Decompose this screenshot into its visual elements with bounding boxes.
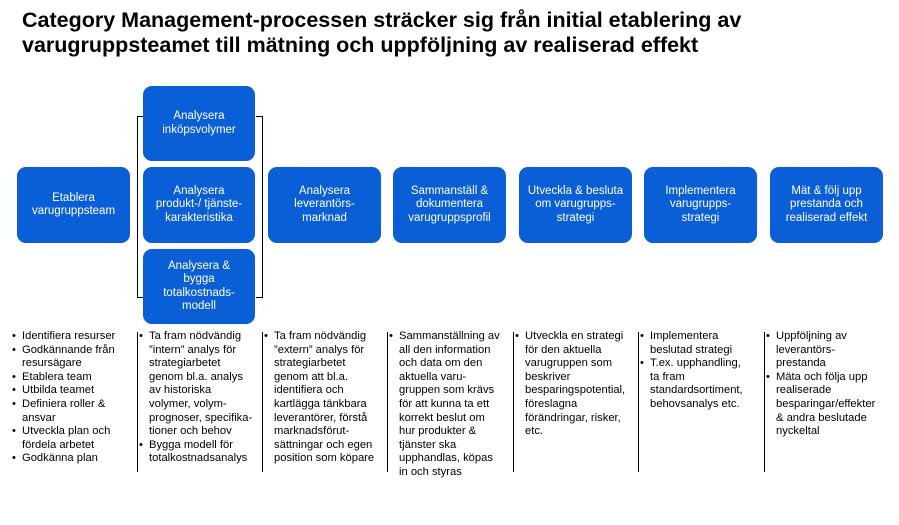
bullet-item: Ta fram nödvändig ”extern” analys för st… bbox=[264, 330, 386, 466]
step-measure-follow-up: Mät & följ upp prestanda och realiserad … bbox=[770, 167, 883, 243]
bullet-item: Etablera team bbox=[12, 371, 134, 385]
bullet-item: Definiera roller & ansvar bbox=[12, 398, 134, 425]
column-divider bbox=[262, 332, 263, 472]
step-implement-strategy: Implementera varugrupps- strategi bbox=[644, 167, 757, 243]
slide-title: Category Management-processen sträcker s… bbox=[22, 8, 742, 57]
column-divider bbox=[387, 332, 388, 472]
step-analyze-supplier-market: Analysera leverantörs- marknad bbox=[268, 167, 381, 243]
bullets-follow-up: Uppföljning av leverantörs- prestandaMät… bbox=[766, 330, 894, 439]
bullets-strategy: Utveckla en strategi för den aktuella va… bbox=[515, 330, 637, 439]
bullet-item: Identifiera resurser bbox=[12, 330, 134, 344]
bullet-item: Godkännande från resursägare bbox=[12, 344, 134, 371]
bullet-item: Utveckla plan och fördela arbetet bbox=[12, 425, 134, 452]
column-divider bbox=[764, 332, 765, 472]
bullet-item: Utbilda teamet bbox=[12, 384, 134, 398]
bullet-item: Utveckla en strategi för den aktuella va… bbox=[515, 330, 637, 439]
bullets-category-profile: Sammanställning av all den information o… bbox=[389, 330, 511, 480]
step-analyze-product-characteristics: Analysera produkt-/ tjänste- karakterist… bbox=[143, 167, 255, 243]
column-divider bbox=[137, 332, 138, 472]
group-bracket-right bbox=[256, 116, 263, 298]
bullet-item: Sammanställning av all den information o… bbox=[389, 330, 511, 480]
bullet-item: Implementera beslutad strategi bbox=[640, 330, 762, 357]
bullets-external-analysis: Ta fram nödvändig ”extern” analys för st… bbox=[264, 330, 386, 466]
step-develop-strategy: Utveckla & besluta om varugrupps- strate… bbox=[519, 167, 632, 243]
bullets-implementation: Implementera beslutad strategiT.ex. upph… bbox=[640, 330, 762, 412]
column-divider bbox=[638, 332, 639, 472]
bullets-establish-team: Identifiera resurserGodkännande från res… bbox=[12, 330, 134, 466]
group-bracket-left bbox=[137, 116, 144, 298]
bullet-item: Uppföljning av leverantörs- prestanda bbox=[766, 330, 894, 371]
step-build-cost-model: Analysera & bygga totalkostnads- modell bbox=[143, 249, 255, 324]
step-analyze-volumes: Analysera inköpsvolymer bbox=[143, 86, 255, 161]
bullets-internal-analysis: Ta fram nödvändig ”intern” analys för st… bbox=[139, 330, 261, 466]
step-establish-team: Etablera varugruppsteam bbox=[17, 167, 130, 243]
bullet-item: Bygga modell för totalkostnadsanalys bbox=[139, 439, 261, 466]
bullet-item: Ta fram nödvändig ”intern” analys för st… bbox=[139, 330, 261, 439]
bullet-item: T.ex. upphandling, ta fram standardsorti… bbox=[640, 357, 762, 411]
bullet-item: Godkänna plan bbox=[12, 452, 134, 466]
column-divider bbox=[513, 332, 514, 472]
bullet-item: Mäta och följa upp realiserade besparing… bbox=[766, 371, 894, 439]
step-compile-category-profile: Sammanställ & dokumentera varugruppsprof… bbox=[393, 167, 506, 243]
